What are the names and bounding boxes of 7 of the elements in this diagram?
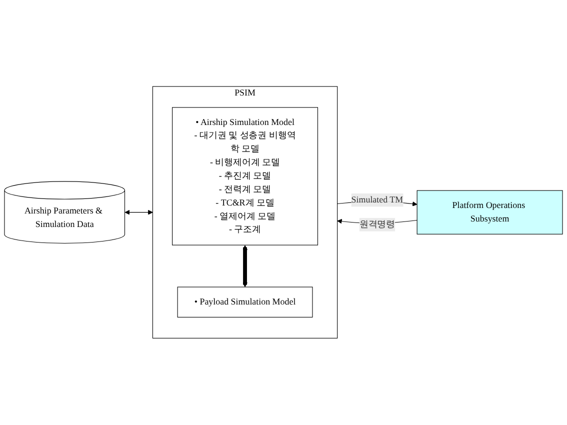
edge-label: 원격명령 [359,220,396,230]
edge-label: Simulated TM [351,195,404,205]
arrow [124,210,153,215]
node-box: • Airship Simulation Model - 대기권 및 성층권 비행역학 모델 - 비행제어계 모델 - 추진계 모델 - 전력계 모델 - TC&R계 모델 - 열제어계 모델 - 구조계 [172,107,318,246]
node-box: Platform Operations Subsystem [416,190,563,235]
arrow [242,245,248,288]
node-box: • Payload Simulation Model [177,286,313,318]
